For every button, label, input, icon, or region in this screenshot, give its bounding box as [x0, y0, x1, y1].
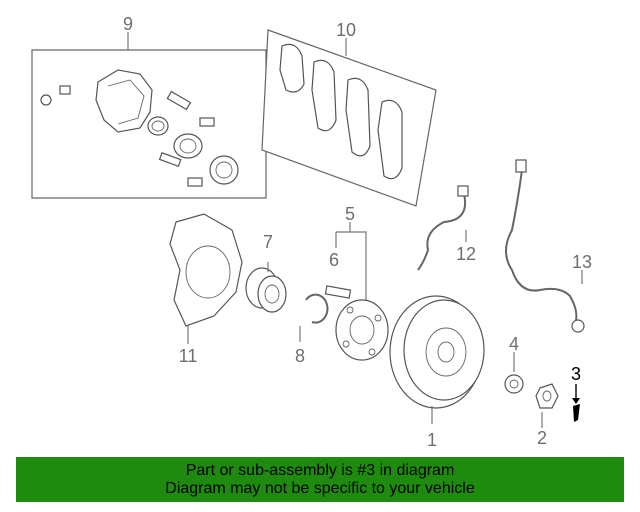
info-banner: Part or sub-assembly is #3 in diagram Di…	[16, 457, 624, 502]
callout-2: 2	[537, 428, 547, 448]
caliper-kit-box	[31, 32, 267, 199]
snap-ring	[299, 293, 329, 342]
callout-8: 8	[295, 346, 305, 366]
banner-line-1: Part or sub-assembly is #3 in diagram	[185, 461, 455, 479]
abs-sensor	[505, 159, 585, 333]
washer	[504, 352, 524, 394]
callout-12: 12	[456, 244, 476, 264]
callout-5: 5	[345, 204, 355, 224]
brake-hose	[417, 185, 469, 271]
hub-assembly	[324, 222, 389, 361]
highlighted-part-3	[572, 384, 580, 422]
dust-shield	[169, 213, 243, 344]
callout-3: 3	[571, 364, 581, 384]
hub-nut	[535, 383, 559, 428]
brake-pad-box	[261, 29, 437, 207]
parts-diagram: 1 2 3 4 5 6 7 8 9 10 11 12 13	[31, 14, 592, 450]
hub-bearing	[245, 262, 287, 313]
callout-10: 10	[336, 20, 356, 40]
callout-13: 13	[572, 252, 592, 272]
brake-rotor	[389, 295, 485, 424]
callout-9: 9	[123, 14, 133, 34]
callout-1: 1	[427, 430, 437, 450]
callout-4: 4	[509, 334, 519, 354]
banner-line-2: Diagram may not be specific to your vehi…	[165, 479, 475, 497]
callout-7: 7	[263, 232, 273, 252]
callout-11: 11	[179, 346, 198, 366]
callout-6: 6	[329, 250, 339, 270]
